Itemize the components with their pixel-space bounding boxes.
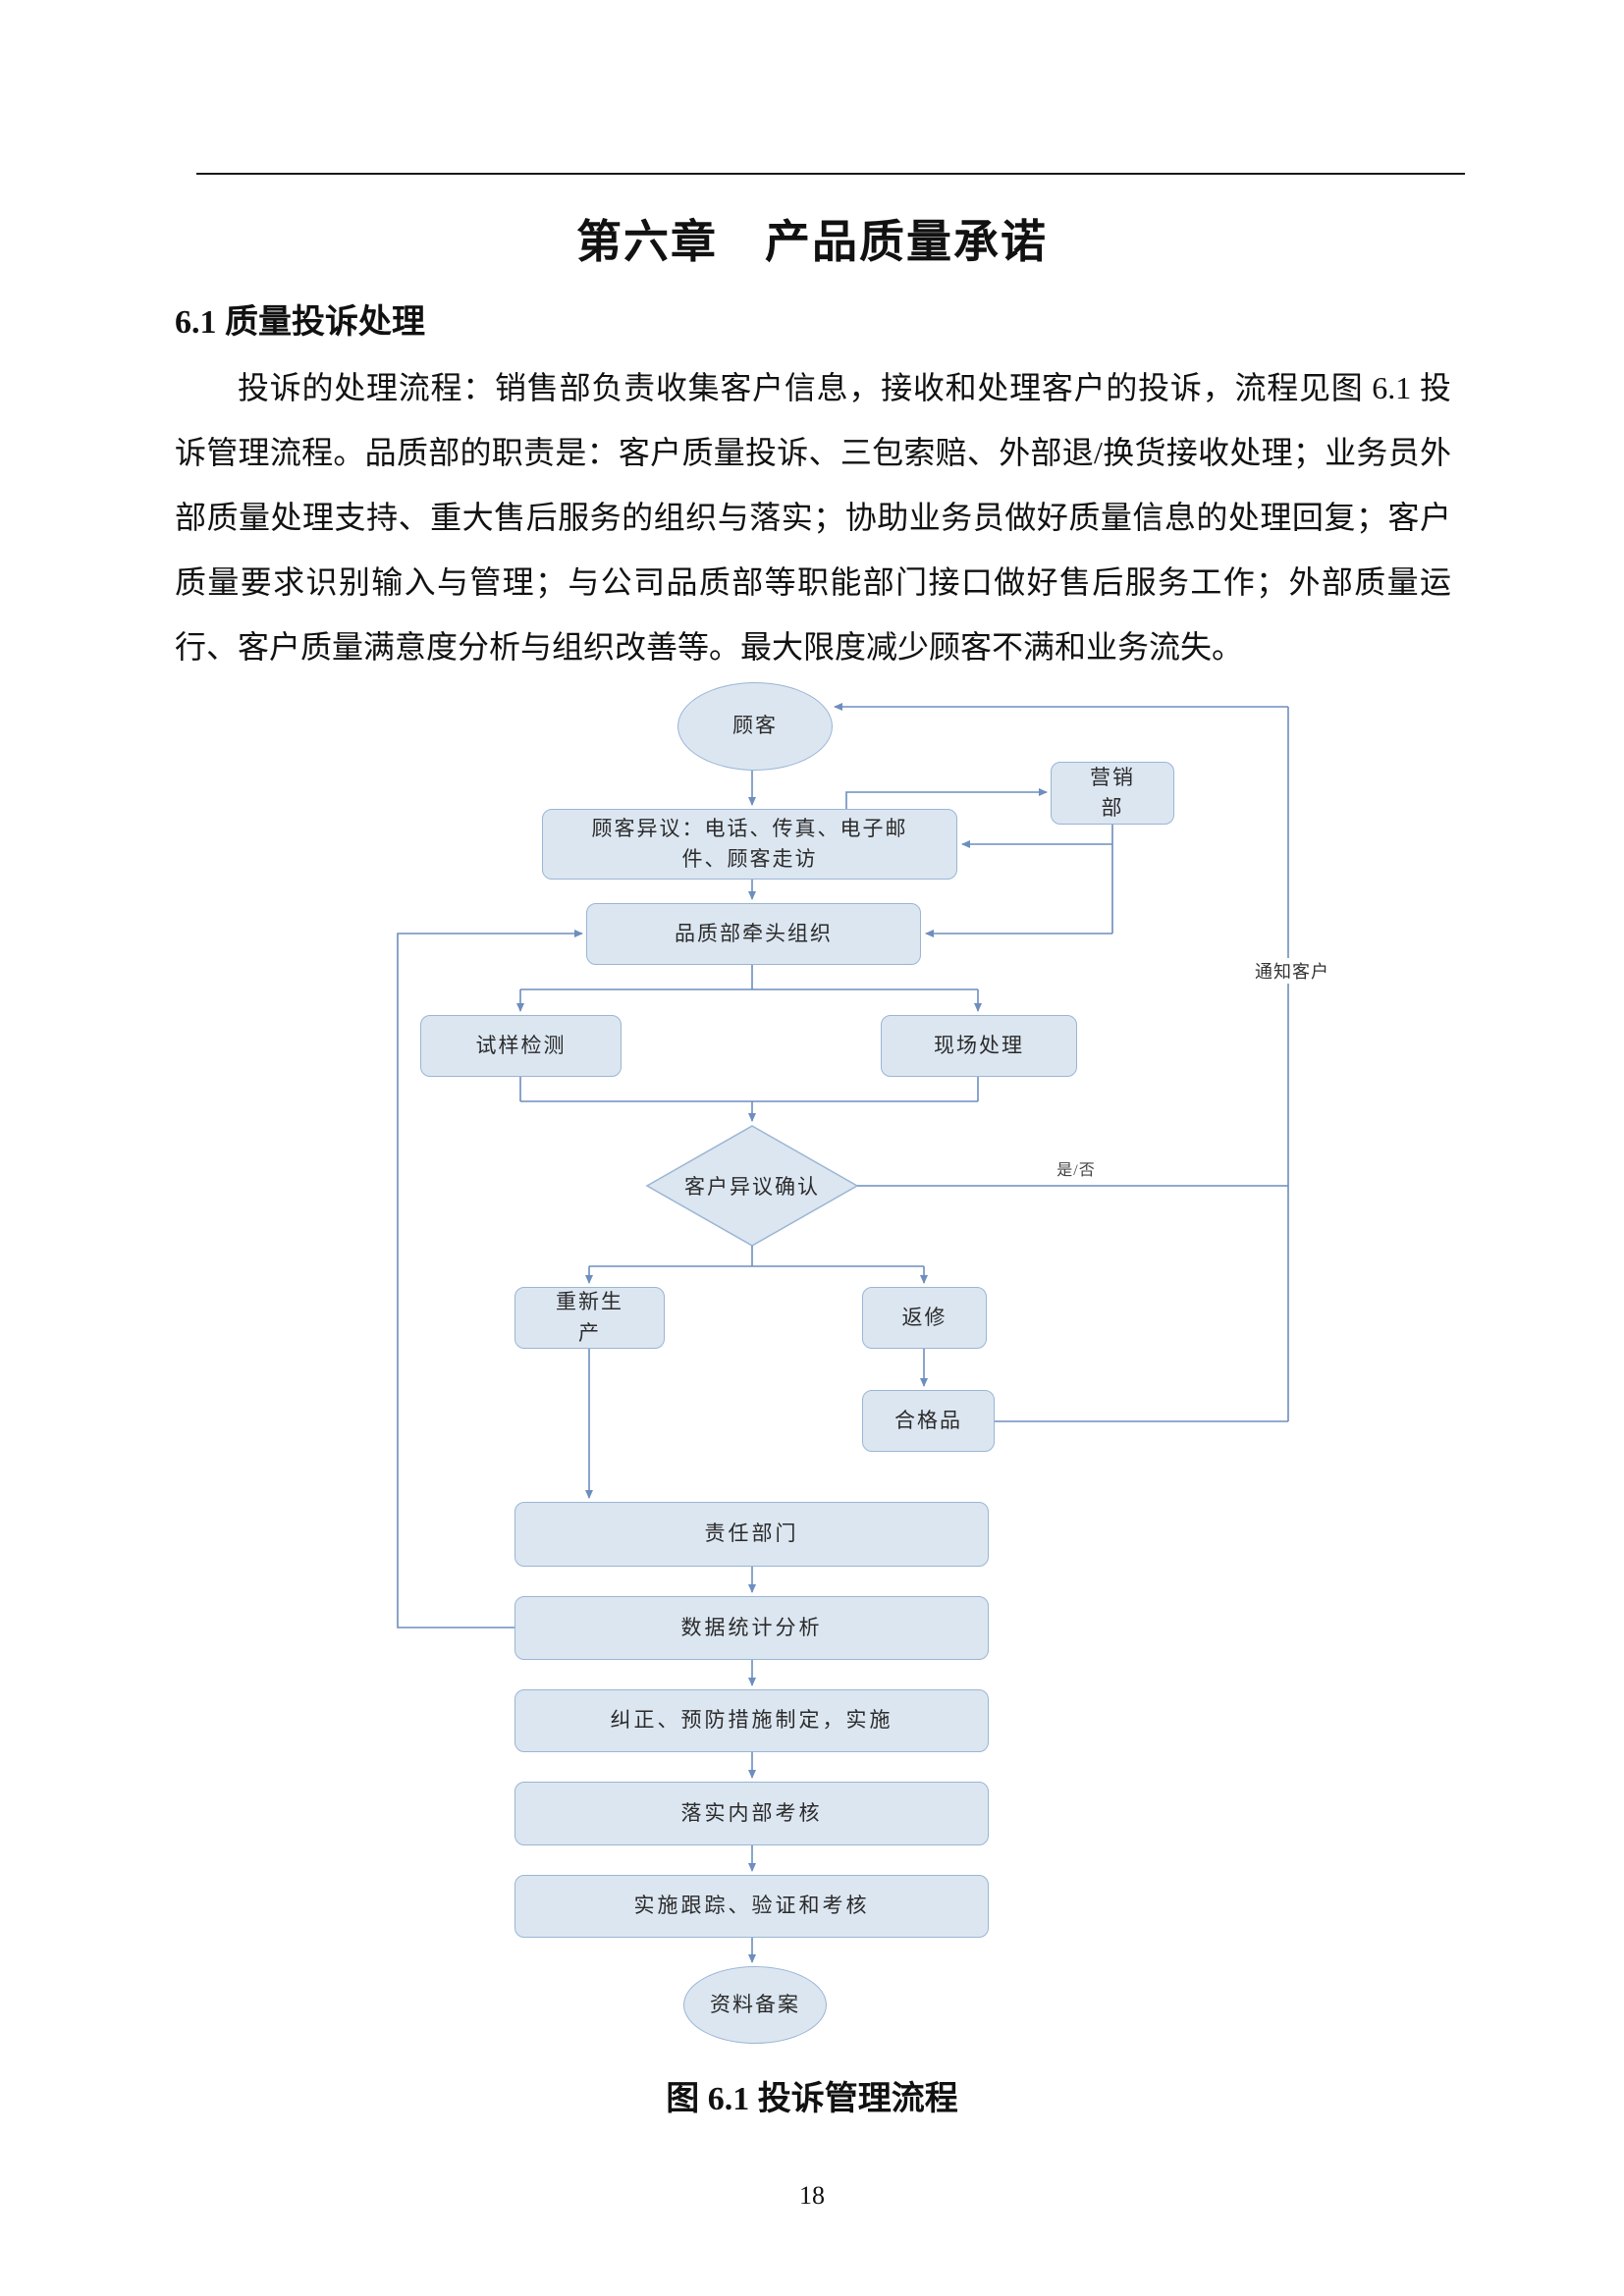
flow-node-internal-assessment: 落实内部考核 [514,1782,989,1845]
flow-node-customer: 顾客 [677,682,833,771]
page-number: 18 [799,2181,825,2210]
edge-label-yes-no: 是/否 [1056,1162,1096,1179]
chapter-title: 第六章 产品质量承诺 [576,216,1048,267]
flow-node-quality-lead: 品质部牵头组织 [586,903,921,965]
flow-node-onsite-handling: 现场处理 [881,1015,1077,1077]
flow-node-qualified-product: 合格品 [862,1390,995,1452]
flow-node-corrective-actions: 纠正、预防措施制定，实施 [514,1689,989,1752]
header-rule [196,173,1465,175]
flow-node-marketing: 营销部 [1051,762,1174,825]
flow-node-regenerate: 重新生产 [514,1287,665,1349]
flow-node-confirm-objection: 客户异议确认 [684,1175,820,1199]
flow-node-responsible-dept: 责任部门 [514,1502,989,1567]
body-paragraph: 投诉的处理流程：销售部负责收集客户信息，接收和处理客户的投诉，流程见图 6.1 … [175,370,1451,665]
flow-node-tracking-verification: 实施跟踪、验证和考核 [514,1875,989,1938]
flow-node-data-analysis: 数据统计分析 [514,1596,989,1660]
edge-label-notify-customer: 通知客户 [1216,958,1369,984]
flow-node-objection: 顾客异议：电话、传真、电子邮件、顾客走访 [542,809,957,880]
flow-node-sample-test: 试样检测 [420,1015,622,1077]
section-heading: 6.1 质量投诉处理 [175,304,425,341]
figure-caption: 图 6.1 投诉管理流程 [666,2081,958,2117]
flow-node-repair: 返修 [862,1287,987,1349]
flow-node-archive: 资料备案 [683,1966,827,2044]
